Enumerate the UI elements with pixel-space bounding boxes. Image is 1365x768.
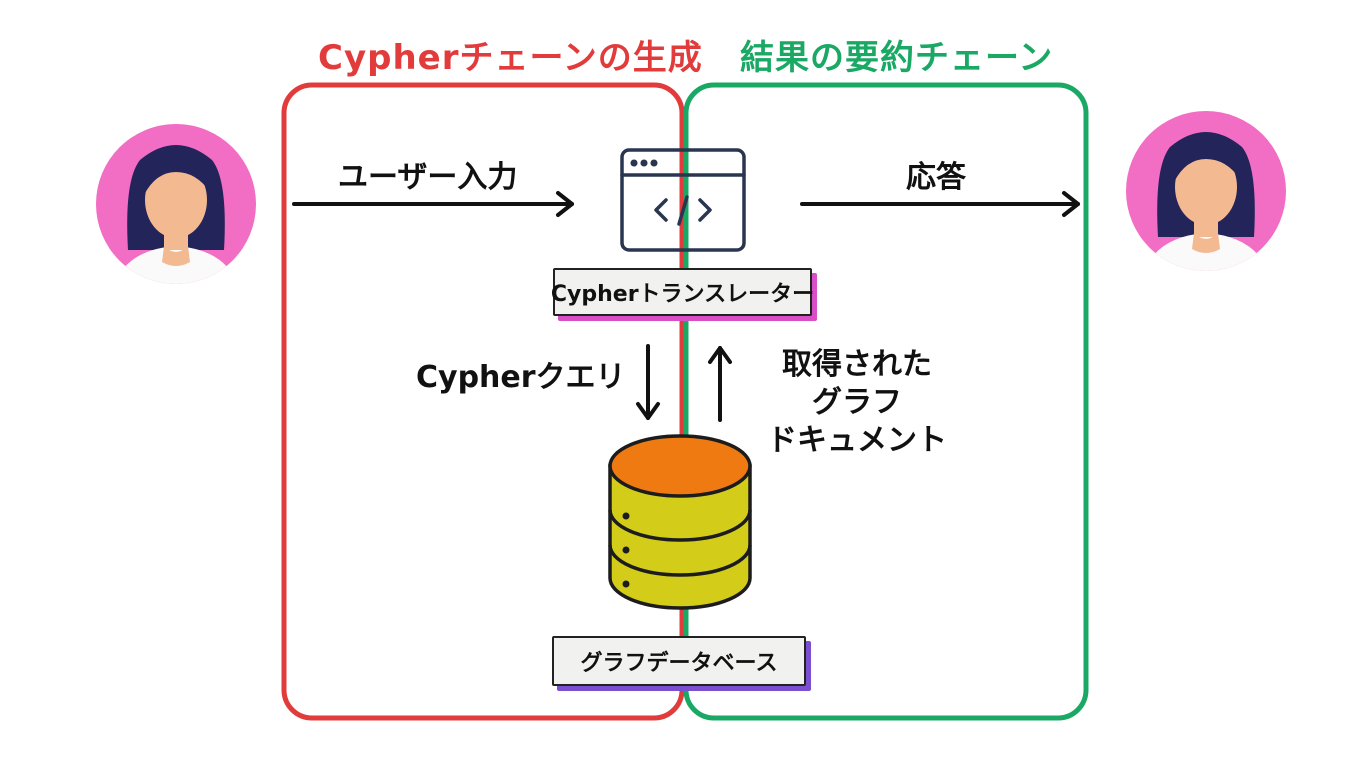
cypher-query-label: Cypherクエリ [416,360,626,395]
retrieved-docs-line-1: 取得された [782,347,932,382]
right-section-frame [683,82,1089,721]
user-avatar-right-icon [1126,111,1286,271]
user-input-label: ユーザー入力 [338,160,518,195]
response-label: 応答 [906,160,966,195]
arrow-retrieved-up [708,346,732,422]
database-tag: グラフデータベース [552,636,806,686]
arrow-user-input [292,191,574,217]
left-section-title: Cypherチェーンの生成 [318,38,703,78]
retrieved-docs-label: 取得された グラフ ドキュメント [762,346,952,460]
database-icon [608,434,752,610]
arrow-cypher-query-down [636,344,660,420]
translator-tag: Cypherトランスレーター [551,268,814,316]
arrow-response [800,191,1080,217]
right-section-title: 結果の要約チェーン [740,38,1054,78]
retrieved-docs-line-3: ドキュメント [767,423,947,458]
retrieved-docs-line-2: グラフ [812,385,902,420]
code-window-icon [620,148,746,252]
user-avatar-left-icon [96,124,256,284]
left-section-frame [281,82,685,721]
